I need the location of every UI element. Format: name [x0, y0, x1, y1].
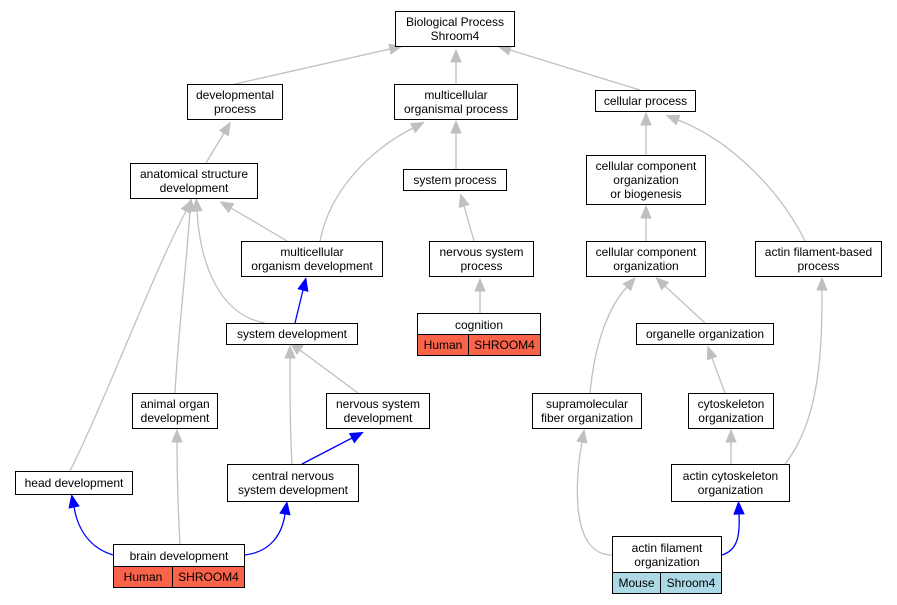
node-organelle-organization[interactable]: organelle organization [636, 323, 774, 345]
edge-cellular-process-to-root [509, 49, 641, 91]
edge-head-development-to-anatomical-structure-development [69, 210, 187, 472]
node-brain-development[interactable]: brain development Human SHROOM4 [113, 544, 245, 588]
node-actin-filament-organization[interactable]: actin filament organization Mouse Shroom… [612, 536, 722, 594]
edge-multicellular-organism-development-to-anatomical-structure-development [230, 207, 288, 242]
edge-cytoskeleton-organization-to-organelle-organization [711, 357, 726, 394]
node-actin-cytoskeleton-organization[interactable]: actin cytoskeleton organization [671, 464, 790, 502]
arrowhead-multicellular-organism-development-to-anatomical-structure-development [219, 201, 235, 214]
edge-supramolecular-fiber-organization-to-cellular-component-organization [589, 286, 628, 394]
arrowhead-brain-development-to-central-nervous-system-development [279, 500, 291, 516]
edge-system-development-to-multicellular-organism-development [294, 289, 304, 324]
edge-actin-filament-organization-to-supramolecular-fiber-organization [576, 441, 613, 556]
arrowhead-actin-filament-based-process-to-cellular-process [665, 114, 681, 126]
edge-actin-filament-organization-to-actin-cytoskeleton-organization [721, 513, 740, 556]
cognition-annotation-row: Human SHROOM4 [418, 334, 540, 355]
node-cytoskeleton-organization[interactable]: cytoskeleton organization [688, 393, 774, 429]
node-head-development[interactable]: head development [15, 471, 133, 495]
edge-central-nervous-system-development-to-system-development [289, 357, 293, 465]
edge-central-nervous-system-development-to-nervous-system-development [301, 437, 353, 465]
arrowhead-brain-development-to-head-development [68, 493, 80, 509]
arrowhead-actin-cytoskeleton-organization-to-cytoskeleton-organization [725, 428, 737, 443]
arrowhead-actin-filament-organization-to-actin-cytoskeleton-organization [733, 500, 745, 515]
node-cellular-process[interactable]: cellular process [595, 90, 696, 112]
edge-animal-organ-development-to-anatomical-structure-development [174, 210, 191, 394]
edge-nervous-system-development-to-system-development [299, 349, 359, 394]
brain-development-annotation-row: Human SHROOM4 [114, 566, 244, 587]
arrowhead-actin-filament-organization-to-supramolecular-fiber-organization [576, 428, 588, 444]
arrowhead-system-development-to-anatomical-structure-development [191, 197, 203, 212]
edge-actin-filament-based-process-to-cellular-process [677, 119, 806, 242]
edge-developmental-process-to-root [234, 48, 391, 85]
node-central-nervous-system-development[interactable]: central nervous system development [227, 464, 359, 502]
node-animal-organ-development[interactable]: animal organ development [132, 393, 218, 429]
node-system-process[interactable]: system process [403, 169, 507, 191]
actin-filament-organization-label: actin filament organization [631, 541, 703, 569]
node-developmental-process[interactable]: developmental process [187, 84, 283, 120]
cognition-gene-cell: SHROOM4 [469, 335, 540, 355]
node-cognition[interactable]: cognition Human SHROOM4 [417, 313, 541, 356]
arrowhead-cellular-component-organization-or-biogenesis-to-cellular-process [640, 111, 652, 126]
arrowhead-cytoskeleton-organization-to-organelle-organization [706, 345, 718, 361]
arrowhead-organelle-organization-to-cellular-component-organization [655, 276, 670, 291]
node-nervous-system-development[interactable]: nervous system development [326, 393, 430, 429]
actin-filament-organization-annotation-row: Mouse Shroom4 [613, 572, 721, 593]
arrowhead-multicellular-organism-development-to-multicellular-organismal-process [409, 121, 425, 134]
arrowhead-head-development-to-anatomical-structure-development [180, 199, 193, 215]
arrowhead-central-nervous-system-development-to-nervous-system-development [348, 431, 364, 444]
node-system-development[interactable]: system development [226, 323, 358, 345]
brain-development-gene-cell: SHROOM4 [173, 567, 244, 587]
brain-development-label: brain development [129, 548, 229, 563]
arrowhead-cognition-to-nervous-system-process [474, 277, 486, 292]
node-root[interactable]: Biological Process Shroom4 [395, 11, 515, 47]
arrowhead-multicellular-organismal-process-to-root [450, 48, 462, 63]
edge-brain-development-to-animal-organ-development [176, 441, 181, 545]
edge-anatomical-structure-development-to-developmental-process [205, 132, 225, 164]
node-cellular-component-organization-or-biogenesis[interactable]: cellular component organization or bioge… [586, 155, 706, 205]
node-anatomical-structure-development[interactable]: anatomical structure development [130, 163, 258, 199]
arrowhead-anatomical-structure-development-to-developmental-process [218, 121, 231, 137]
node-nervous-system-process[interactable]: nervous system process [429, 241, 534, 277]
node-multicellular-organismal-process[interactable]: multicellular organismal process [394, 84, 518, 120]
node-cellular-component-organization[interactable]: cellular component organization [586, 241, 706, 277]
brain-development-species-cell: Human [114, 567, 173, 587]
arrowhead-cellular-component-organization-to-cellular-component-organization-or-biogenesis [640, 204, 652, 219]
node-actin-filament-based-process[interactable]: actin filament-based process [755, 241, 882, 277]
arrowhead-supramolecular-fiber-organization-to-cellular-component-organization [622, 277, 636, 292]
edge-brain-development-to-head-development [73, 506, 114, 556]
edge-system-development-to-anatomical-structure-development [196, 210, 266, 324]
arrowhead-nervous-system-process-to-system-process [458, 193, 470, 209]
edge-nervous-system-process-to-system-process [463, 205, 475, 242]
actin-filament-organization-species-cell: Mouse [613, 573, 661, 593]
edge-brain-development-to-central-nervous-system-development [244, 513, 286, 556]
cognition-species-cell: Human [418, 335, 469, 355]
node-supramolecular-fiber-organization[interactable]: supramolecular fiber organization [532, 393, 642, 429]
arrowhead-system-process-to-multicellular-organismal-process [450, 119, 462, 134]
node-multicellular-organism-development[interactable]: multicellular organism development [241, 241, 383, 277]
edge-multicellular-organism-development-to-multicellular-organismal-process [319, 127, 414, 242]
edge-organelle-organization-to-cellular-component-organization [664, 285, 706, 324]
arrowhead-central-nervous-system-development-to-system-development [284, 344, 296, 359]
cognition-label: cognition [454, 317, 504, 332]
arrowhead-system-development-to-multicellular-organism-development [297, 277, 309, 292]
edge-actin-cytoskeleton-organization-to-actin-filament-based-process [784, 289, 823, 465]
arrowhead-brain-development-to-animal-organ-development [171, 428, 183, 443]
actin-filament-organization-gene-cell: Shroom4 [661, 573, 721, 593]
arrowhead-actin-cytoskeleton-organization-to-actin-filament-based-process [816, 276, 828, 291]
